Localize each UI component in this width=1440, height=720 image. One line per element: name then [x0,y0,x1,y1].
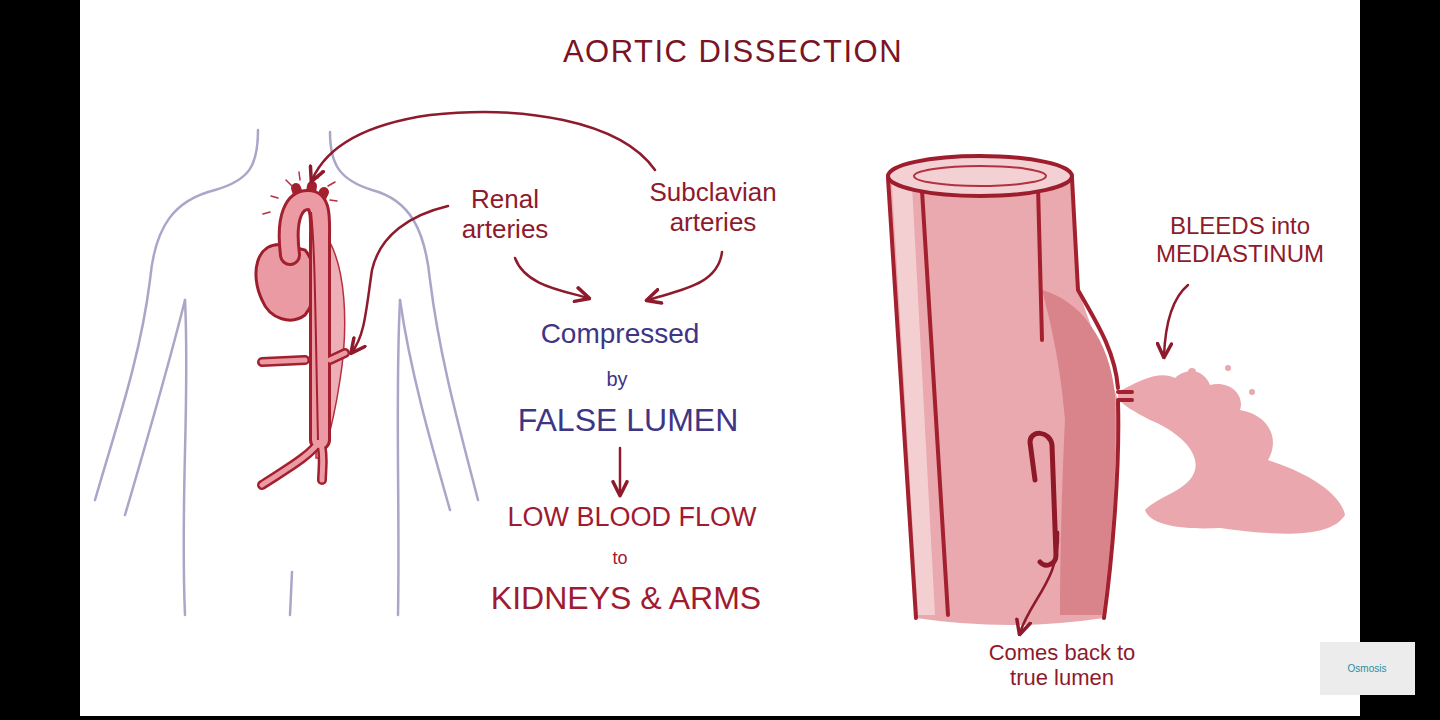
aorta-figure [328,182,335,186]
aorta-figure [286,180,292,186]
flow-label: FALSE LUMEN [518,402,739,439]
watermark-box [1320,642,1415,695]
flow-label: KIDNEYS & ARMS [491,580,761,617]
vessel-closeup [914,166,1046,186]
vessel-closeup [888,156,1345,625]
leader-arrow [515,258,588,298]
canvas-ground [80,0,1360,716]
vessel-closeup [1280,469,1286,475]
vessel-closeup [888,178,1132,618]
aorta-figure [289,200,320,440]
label-anchor: Osmosis [1348,663,1387,675]
flow-label: to [612,548,627,569]
aorta-figure [262,360,305,362]
body-outline [95,130,478,615]
body-outline [290,572,292,615]
vessel-closeup [888,156,1072,196]
leader-arrow [619,448,622,494]
flow-label: Compressed [541,318,700,350]
note-label: BLEEDS into MEDIASTINUM [1154,212,1326,267]
aorta-figure [330,200,337,201]
leader-arrow [648,252,722,300]
vessel-closeup [1188,368,1196,376]
vessel-closeup [1200,487,1210,497]
label-anchor: KIDNEYS & ARMS [491,580,761,617]
body-outline [184,300,187,615]
vessel-closeup [1118,398,1132,402]
aorta-figure [256,171,345,485]
vessel-closeup [922,190,948,615]
part-label: Subclavian arteries [647,178,779,238]
vessel-closeup [1172,502,1178,508]
label-anchor: BLEEDS into MEDIASTINUM [1154,212,1326,267]
leader-arrow [1164,285,1188,356]
aorta-figure [262,360,305,362]
label-anchor: LOW BLOOD FLOW [507,502,756,533]
label-anchor: Renal arteries [460,185,551,245]
aorta-figure [262,440,320,485]
vessel-closeup [1118,371,1345,534]
body-outline [95,130,258,500]
label-anchor: Comes back to true lumen [987,640,1138,691]
aorta-figure [320,440,323,480]
aorta-figure [262,186,345,485]
body-outline [400,300,450,510]
aorta-figure [289,200,320,440]
body-outline [330,132,478,500]
label-anchor: by [606,368,627,391]
part-label: Renal arteries [460,185,551,245]
leader-arrow [312,112,655,180]
title: AORTIC DISSECTION [563,34,903,70]
vessel-closeup [1030,433,1056,565]
vessel-closeup [888,178,1118,625]
leader-arrow [352,206,448,352]
aorta-figure [311,212,318,440]
vessel-closeup [1038,186,1042,340]
aorta-figure [320,440,323,480]
vessel-closeup [1072,178,1118,388]
aorta-figure [330,353,345,360]
vessel-closeup [1118,390,1132,394]
aorta-figure [271,196,278,198]
label-anchor: Compressed [541,318,700,350]
aorta-figure [262,353,345,485]
aorta-figure [289,200,320,440]
flow-label: by [606,368,627,391]
label-anchor: to [612,548,627,569]
body-outline [125,300,185,515]
note-label: Comes back to true lumen [987,640,1138,691]
flow-label: LOW BLOOD FLOW [507,502,756,533]
vessel-closeup [1104,402,1118,618]
leader-arrow [1020,532,1058,633]
aorta-figure [289,200,320,440]
body-outline [398,300,400,615]
watermark-box [1320,642,1415,695]
label-anchor: Subclavian arteries [647,178,779,238]
aorta-figure [263,171,337,214]
label-anchor: AORTIC DISSECTION [563,34,903,70]
aorta-figure [330,353,345,360]
aorta-figure [299,172,300,180]
aorta-figure [263,212,270,214]
aorta-figure [318,171,322,178]
label-anchor: FALSE LUMEN [518,402,739,439]
vessel-closeup [1225,365,1231,371]
vessel-closeup [1249,389,1255,395]
vessel-closeup [888,178,916,618]
watermark: Osmosis [1348,663,1387,675]
aorta-figure [262,440,320,485]
leader-arrow [312,112,1188,633]
